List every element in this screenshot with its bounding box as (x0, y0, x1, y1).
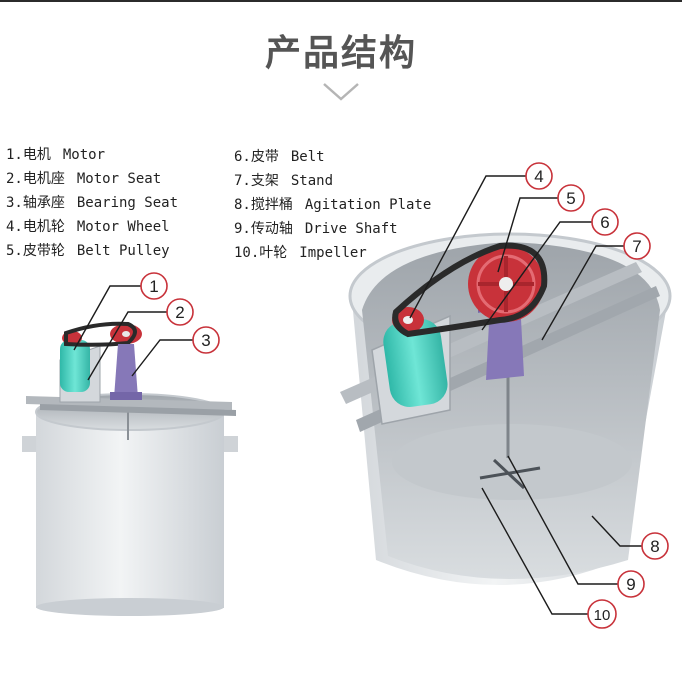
legend-number: 1. (6, 147, 23, 163)
callout-circle-1 (140, 272, 168, 300)
small-bearing-seat-base (110, 392, 142, 400)
small-tank-assembly (22, 321, 238, 616)
small-callouts: 1 2 3 (73, 272, 220, 381)
legend-number: 5. (6, 243, 23, 259)
callout-line-6 (481, 221, 592, 331)
legend-number: 4. (6, 219, 23, 235)
callout-line-3 (131, 339, 194, 377)
callout-line-4 (409, 175, 526, 319)
callout-line-9 (507, 455, 618, 585)
legend-item: 3.轴承座 Bearing Seat (6, 191, 178, 215)
callout-number-9: 9 (626, 575, 635, 594)
callout-number-2: 2 (175, 303, 184, 322)
small-belt (64, 321, 137, 347)
legend-en-label: Belt (290, 149, 325, 165)
callout-line-2 (87, 311, 168, 381)
legend-cn-label: 电机座 (22, 171, 65, 187)
legend-left: 1.电机 Motor 2.电机座 Motor Seat 3.轴承座 Bearing S… (6, 143, 178, 263)
callout-circle-2 (166, 298, 194, 326)
legend-en-label: Motor (62, 147, 106, 163)
legend-number: 9. (234, 221, 251, 237)
callout-number-5: 5 (566, 189, 575, 208)
callout-circle-3 (192, 326, 220, 354)
callout-line-7 (541, 245, 624, 341)
callout-circle-7 (623, 232, 651, 260)
legend-item: 6.皮带 Belt (234, 145, 431, 169)
small-tank-frame-beam-2 (40, 404, 236, 416)
legend-number: 2. (6, 171, 23, 187)
callout-circle-5 (557, 184, 585, 212)
callout-line-1 (73, 285, 142, 351)
legend-en-label: Belt Pulley (76, 243, 170, 259)
callout-number-3: 3 (201, 331, 210, 350)
legend-cn-label: 轴承座 (22, 195, 65, 211)
callout-number-6: 6 (600, 213, 609, 232)
small-belt-pulley-hub (122, 331, 130, 337)
large-motor-wheel-hub (403, 316, 413, 324)
legend-item: 2.电机座 Motor Seat (6, 167, 178, 191)
callout-circle-4 (525, 162, 553, 190)
legend-item: 7.支架 Stand (234, 169, 431, 193)
legend-cn-label: 传动轴 (250, 221, 293, 237)
callout-line-8 (591, 515, 642, 547)
callout-number-4: 4 (534, 167, 543, 186)
legend-item: 10.叶轮 Impeller (234, 241, 431, 265)
legend-item: 8.搅拌桶 Agitation Plate (234, 193, 431, 217)
page-title: 产品结构 (264, 33, 417, 74)
callout-number-8: 8 (650, 537, 659, 556)
legend-en-label: Motor Seat (76, 171, 162, 187)
legend-number: 3. (6, 195, 23, 211)
large-impeller-blade-b (492, 458, 526, 490)
legend-cn-label: 支架 (250, 173, 279, 189)
callout-circle-10 (587, 599, 617, 629)
callout-number-1: 1 (149, 277, 158, 296)
top-border-line (0, 0, 682, 2)
legend-cn-label: 皮带 (250, 149, 279, 165)
legend-number: 8. (234, 197, 251, 213)
legend-cn-label: 叶轮 (259, 245, 288, 261)
small-tank-lug-left (22, 436, 36, 452)
legend-number: 7. (234, 173, 251, 189)
large-belt-pulley-hub (499, 277, 513, 291)
legend-en-label: Impeller (299, 245, 367, 261)
small-motor (60, 340, 90, 392)
small-bearing-seat (114, 344, 138, 398)
legend-item: 9.传动轴 Drive Shaft (234, 217, 431, 241)
callout-line-10 (481, 487, 588, 615)
small-tank-body (36, 412, 224, 608)
legend-cn-label: 皮带轮 (22, 243, 65, 259)
callout-circle-8 (641, 532, 669, 560)
small-tank-lug-right (224, 436, 238, 452)
legend-cn-label: 电机轮 (22, 219, 65, 235)
chevron-down-icon (323, 83, 359, 101)
legend-cn-label: 搅拌桶 (250, 197, 293, 213)
legend-en-label: Motor Wheel (76, 219, 170, 235)
legend-item: 1.电机 Motor (6, 143, 178, 167)
legend-en-label: Drive Shaft (304, 221, 398, 237)
legend-number: 10. (234, 245, 260, 261)
callout-circle-6 (591, 208, 619, 236)
large-motor (383, 318, 448, 407)
legend-en-label: Stand (290, 173, 334, 189)
callout-number-10: 10 (594, 607, 611, 624)
large-tank-assembly (340, 232, 672, 585)
legend-en-label: Agitation Plate (304, 197, 432, 213)
legend-item: 5.皮带轮 Belt Pulley (6, 239, 178, 263)
legend-number: 6. (234, 149, 251, 165)
large-belt (392, 242, 548, 338)
callout-line-5 (497, 197, 558, 273)
callout-circle-9 (617, 570, 645, 598)
callout-number-7: 7 (632, 237, 641, 256)
legend-item: 4.电机轮 Motor Wheel (6, 215, 178, 239)
legend-cn-label: 电机 (22, 147, 51, 163)
small-tank-bottom (36, 598, 224, 616)
large-callouts: 4 5 6 7 8 9 10 (409, 162, 669, 629)
legend-en-label: Bearing Seat (76, 195, 179, 211)
